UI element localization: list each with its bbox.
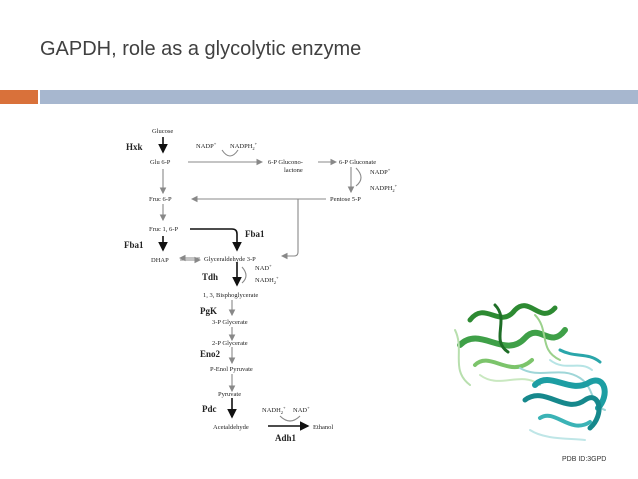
metabolite-g3p: Glyceraldehyde 3-P (204, 256, 256, 263)
pdb-id-label: PDB ID:3GPD (562, 456, 607, 463)
metabolite-bpg: 1, 3, Bisphoglycerate (203, 292, 258, 299)
enzyme-eno2: Eno2 (200, 349, 221, 359)
metabolite-glucono-lactone-line2: lactone (284, 167, 303, 174)
accent-bar-blue (40, 90, 638, 104)
cofactor-nad-adh: NAD+ (293, 405, 310, 414)
gapdh-protein-structure-image (454, 303, 608, 441)
metabolite-2pg: 2-P Glycerate (212, 340, 248, 347)
cofactor-nadph-top: NADPH2+ (230, 141, 258, 151)
metabolite-fruc6p: Fruc 6-P (149, 196, 172, 203)
metabolite-gluconate: 6-P Gluconate (339, 159, 376, 166)
arrow-fba1-right (190, 228, 242, 252)
metabolite-fruc16p: Fruc 1, 6-P (149, 226, 178, 233)
enzyme-adh1: Adh1 (275, 433, 297, 443)
enzyme-tdh: Tdh (202, 272, 218, 282)
cofactor-curve-nad-adh (279, 415, 301, 422)
enzyme-fba1-left: Fba1 (124, 240, 144, 250)
metabolite-acetaldehyde: Acetaldehyde (213, 424, 249, 431)
accent-bar-orange (0, 90, 38, 104)
metabolite-pentose5p: Pentose 5-P (330, 196, 361, 203)
cofactor-nadph-right: NADPH2+ (370, 183, 398, 193)
cofactor-nadh-adh: NADH2+ (262, 405, 286, 415)
cofactor-curve-nadp-top (221, 149, 239, 157)
cofactor-nadh-tdh: NADH2+ (255, 275, 279, 285)
metabolite-ethanol: Ethanol (313, 424, 333, 431)
arrow-pentose-g3p (280, 199, 299, 260)
slide-title: GAPDH, role as a glycolytic enzyme (40, 38, 362, 60)
cofactor-curve-nad-tdh (241, 266, 247, 284)
enzyme-pdc: Pdc (202, 404, 217, 414)
metabolite-pep: P-Enol Pyruvate (210, 366, 253, 373)
metabolite-3pg: 3-P Glycerate (212, 319, 248, 326)
metabolite-glucono-lactone-line1: 6-P Glucono- (268, 159, 303, 166)
enzyme-fba1-right: Fba1 (245, 229, 265, 239)
cofactor-curve-nadp-right (355, 167, 362, 187)
cofactor-nadp-right: NADP+ (370, 167, 391, 176)
metabolite-glu6p: Glu 6-P (150, 159, 171, 166)
enzyme-pgk: PgK (200, 306, 217, 316)
cofactor-nad-tdh: NAD+ (255, 263, 272, 272)
metabolite-dhap: DHAP (151, 257, 169, 264)
metabolite-glucose: Glucose (152, 128, 173, 135)
metabolite-pyruvate: Pyruvate (218, 391, 241, 398)
cofactor-nadp-top: NADP+ (196, 141, 217, 150)
enzyme-hxk: Hxk (126, 142, 143, 152)
